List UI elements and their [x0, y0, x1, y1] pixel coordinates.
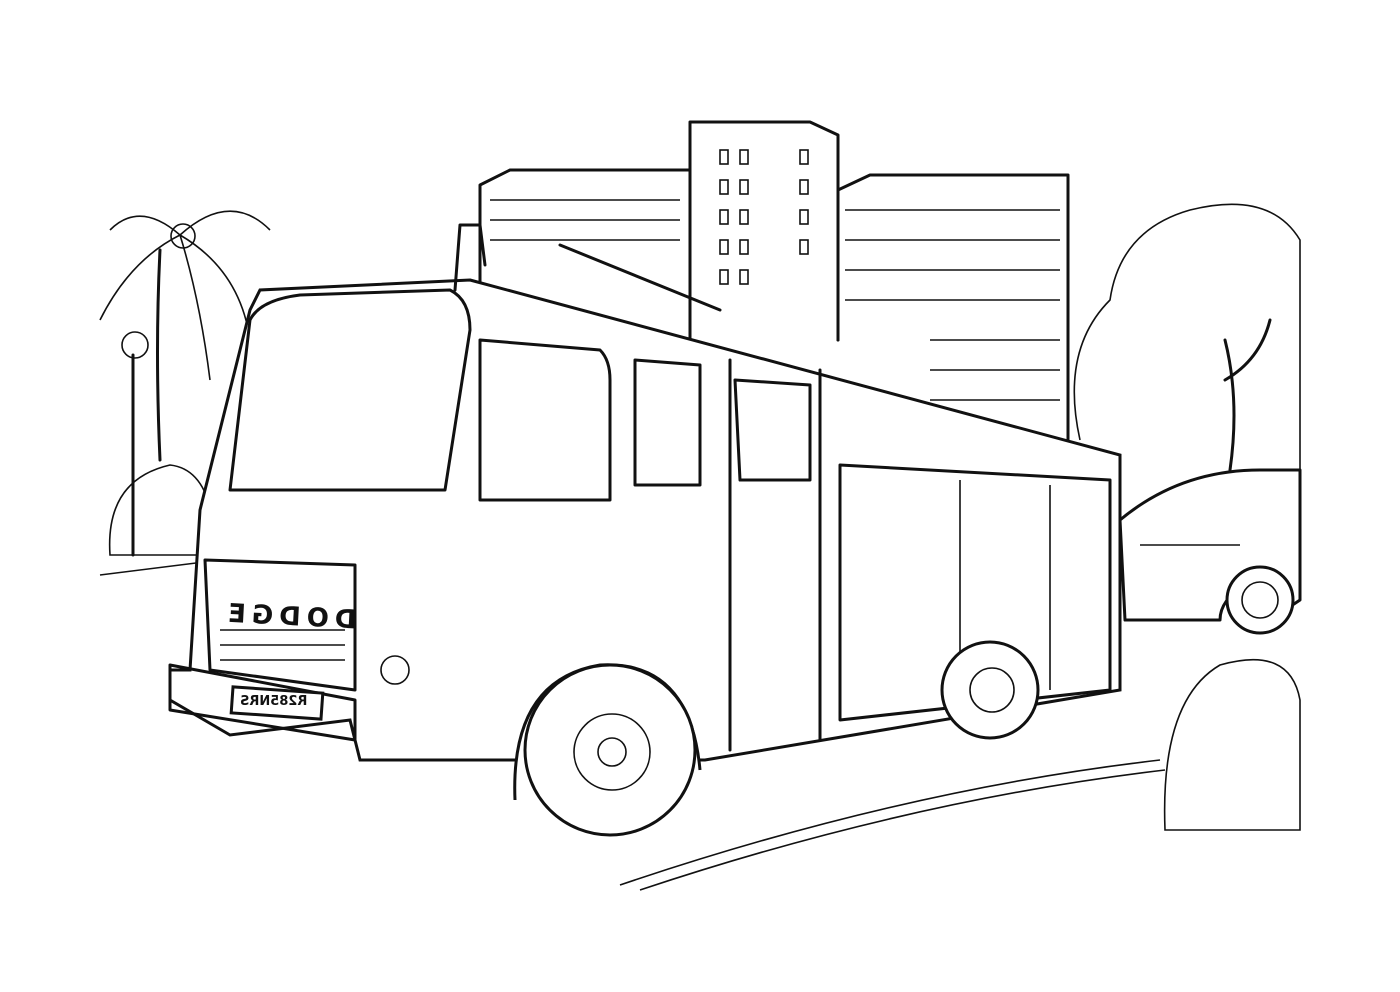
fire-truck — [168, 223, 1122, 837]
tower-windows — [719, 149, 809, 285]
street-lamp — [121, 331, 149, 557]
trees-right — [1073, 203, 1301, 472]
car — [1118, 468, 1302, 635]
buildings — [478, 120, 1070, 442]
license-plate: R285NRS — [240, 694, 308, 709]
bush-right — [1163, 658, 1301, 831]
palm-tree — [99, 210, 271, 462]
